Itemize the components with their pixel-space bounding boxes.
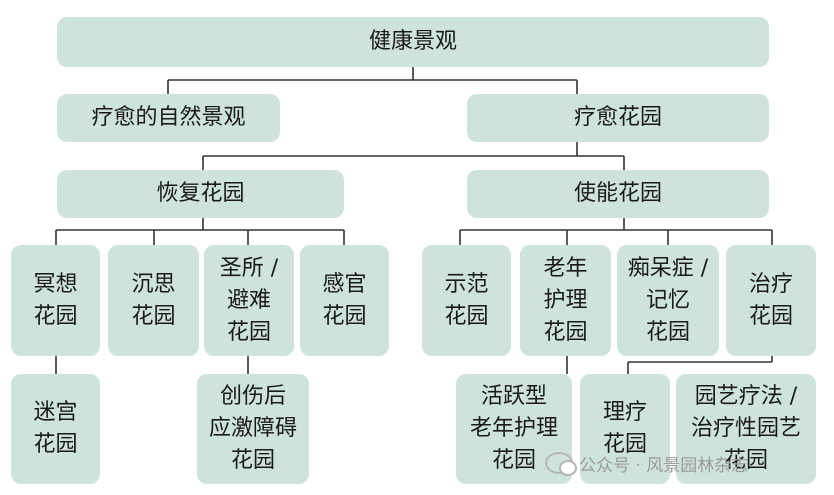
node-ptsd-garden: 创伤后 应激障碍 花园 bbox=[197, 374, 309, 484]
node-dementia-memory-garden: 痴呆症 / 记忆 花园 bbox=[617, 245, 719, 356]
node-healing-natural-landscape: 疗愈的自然景观 bbox=[57, 94, 280, 142]
node-sensory-garden: 感官 花园 bbox=[300, 245, 389, 356]
watermark-text: 公众号 · 风景园林杂志 bbox=[579, 455, 749, 476]
watermark: 公众号 · 风景园林杂志 bbox=[545, 446, 748, 480]
node-health-landscape: 健康景观 bbox=[57, 17, 769, 67]
node-sanctuary-garden: 圣所 / 避难 花园 bbox=[204, 245, 294, 356]
node-elderly-care-garden: 老年 护理 花园 bbox=[520, 245, 611, 356]
node-demonstration-garden: 示范 花园 bbox=[422, 245, 511, 356]
node-meditation-garden: 冥想 花园 bbox=[11, 245, 100, 356]
node-physiotherapy-garden: 理疗 花园 bbox=[580, 374, 670, 484]
node-labyrinth-garden: 迷宫 花园 bbox=[11, 374, 100, 484]
wechat-icon bbox=[545, 452, 577, 476]
node-enabling-garden: 使能花园 bbox=[467, 170, 769, 218]
node-healing-garden: 疗愈花园 bbox=[467, 94, 769, 142]
node-restorative-garden: 恢复花园 bbox=[57, 170, 344, 218]
node-therapy-garden: 治疗 花园 bbox=[726, 245, 816, 356]
node-horticultural-therapy-garden: 园艺疗法 / 治疗性园艺 花园 bbox=[676, 374, 816, 484]
node-contemplation-garden: 沉思 花园 bbox=[108, 245, 199, 356]
